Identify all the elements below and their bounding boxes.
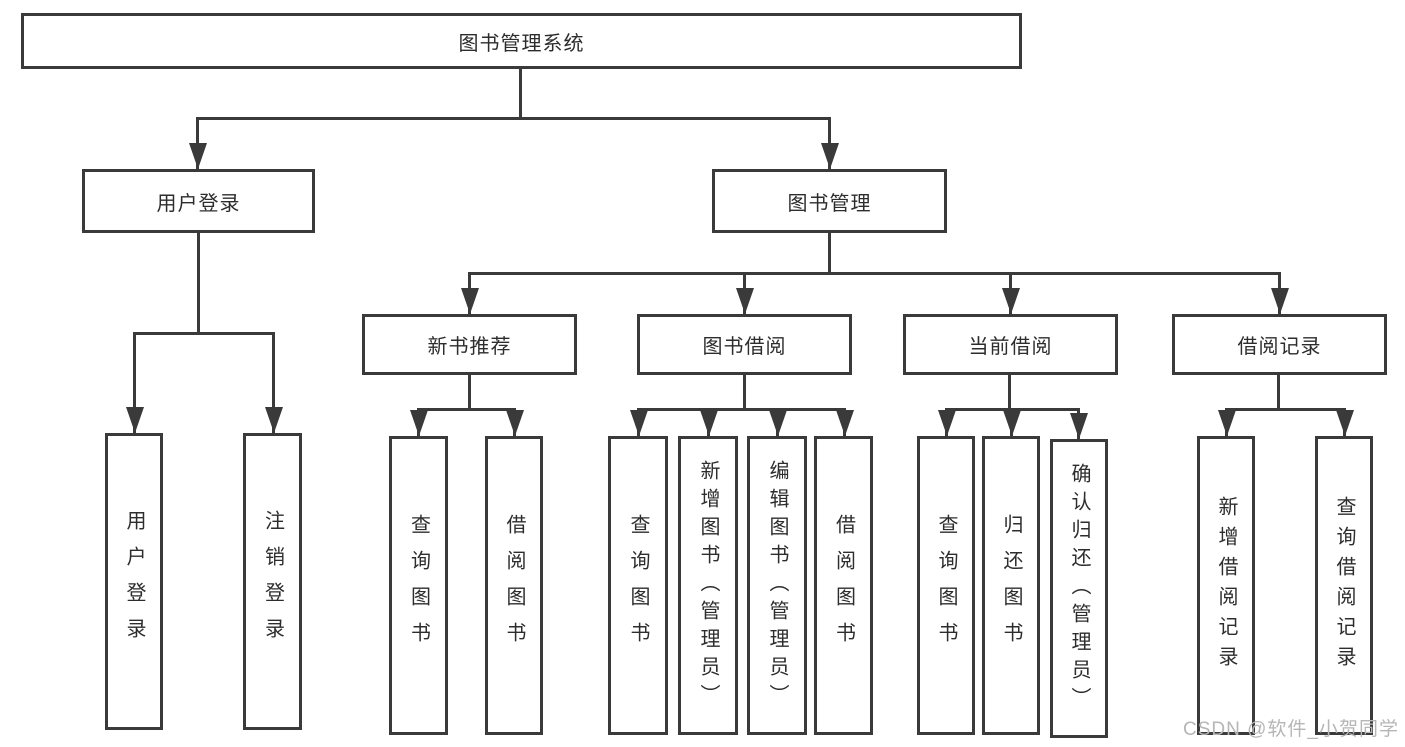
leaf-query-books-3: 查询图书 bbox=[917, 436, 975, 735]
node-borrow-records: 借阅记录 bbox=[1172, 314, 1387, 375]
leaf-add-book-admin: 新增图书（管理员） bbox=[678, 436, 738, 735]
node-user-login-branch: 用户登录 bbox=[82, 169, 315, 233]
arrow-down-icon bbox=[410, 410, 428, 436]
arrow-down-icon bbox=[630, 410, 648, 436]
leaf-label: 用户登录 bbox=[123, 509, 145, 654]
leaf-add-borrow-record: 新增借阅记录 bbox=[1197, 436, 1255, 735]
node-label: 当前借阅 bbox=[968, 336, 1053, 358]
node-label: 用户登录 bbox=[156, 192, 241, 215]
leaf-logout: 注销登录 bbox=[243, 433, 302, 730]
node-label: 新书推荐 bbox=[427, 336, 512, 358]
node-new-book-recommend: 新书推荐 bbox=[362, 314, 577, 375]
arrow-down-icon bbox=[189, 143, 207, 169]
leaf-label: 借阅图书 bbox=[832, 513, 855, 658]
node-current-borrow: 当前借阅 bbox=[903, 314, 1118, 375]
leaf-label: 编辑图书（管理员） bbox=[766, 459, 788, 712]
arrow-down-icon bbox=[1336, 410, 1354, 436]
arrow-down-icon bbox=[1002, 288, 1020, 314]
leaf-label: 确认归还（管理员） bbox=[1068, 462, 1090, 715]
leaf-query-borrow-record: 查询借阅记录 bbox=[1315, 436, 1373, 735]
arrow-down-icon bbox=[265, 407, 283, 433]
leaf-label: 查询图书 bbox=[935, 513, 957, 658]
arrow-down-icon bbox=[1003, 410, 1021, 436]
node-label: 图书管理系统 bbox=[458, 32, 585, 55]
arrow-down-icon bbox=[736, 288, 754, 314]
arrow-down-icon bbox=[821, 143, 839, 169]
node-label: 借阅记录 bbox=[1237, 336, 1322, 358]
leaf-query-books-1: 查询图书 bbox=[389, 436, 448, 735]
arrow-down-icon bbox=[836, 410, 854, 436]
leaf-label: 查询图书 bbox=[407, 513, 430, 658]
node-book-borrow: 图书借阅 bbox=[637, 314, 852, 375]
node-root-library-management-system: 图书管理系统 bbox=[21, 13, 1022, 69]
leaf-borrow-books-1: 借阅图书 bbox=[485, 436, 543, 735]
arrow-down-icon bbox=[700, 410, 718, 436]
node-book-management-branch: 图书管理 bbox=[712, 169, 947, 233]
node-label: 图书借阅 bbox=[702, 336, 787, 358]
csdn-watermark: CSDN @软件_小贺同学 bbox=[1183, 719, 1399, 740]
leaf-label: 归还图书 bbox=[1000, 513, 1022, 658]
arrow-down-icon bbox=[1070, 413, 1088, 439]
leaf-confirm-return-admin: 确认归还（管理员） bbox=[1050, 439, 1108, 738]
leaf-label: 新增借阅记录 bbox=[1215, 495, 1237, 676]
node-label: 图书管理 bbox=[787, 192, 872, 215]
leaf-user-login: 用户登录 bbox=[105, 433, 163, 730]
leaf-label: 新增图书（管理员） bbox=[697, 459, 719, 712]
arrow-down-icon bbox=[506, 410, 524, 436]
arrow-down-icon bbox=[769, 410, 787, 436]
leaf-query-books-2: 查询图书 bbox=[608, 436, 668, 735]
leaf-label: 查询图书 bbox=[627, 513, 649, 658]
arrow-down-icon bbox=[461, 288, 479, 314]
arrow-down-icon bbox=[126, 407, 144, 433]
leaf-borrow-books-2: 借阅图书 bbox=[814, 436, 873, 735]
leaf-edit-book-admin: 编辑图书（管理员） bbox=[747, 436, 807, 735]
arrow-down-icon bbox=[1218, 410, 1236, 436]
leaf-return-book: 归还图书 bbox=[982, 436, 1040, 735]
arrow-down-icon bbox=[938, 410, 956, 436]
arrow-down-icon bbox=[1271, 288, 1289, 314]
leaf-label: 注销登录 bbox=[261, 509, 284, 654]
leaf-label: 查询借阅记录 bbox=[1333, 495, 1355, 676]
leaf-label: 借阅图书 bbox=[503, 513, 525, 658]
